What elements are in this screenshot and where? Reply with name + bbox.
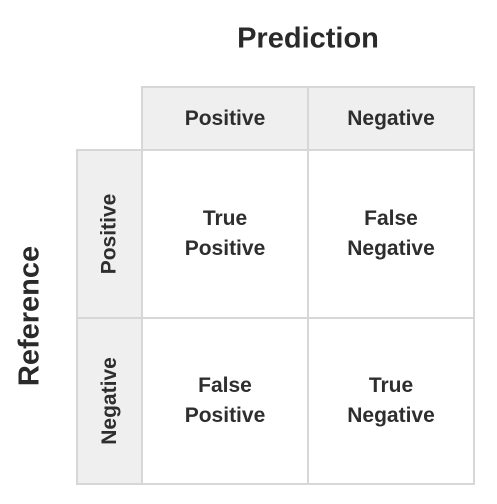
reference-axis-title: Reference bbox=[13, 245, 46, 387]
true-positive-cell: True Positive bbox=[141, 149, 309, 319]
row-header-negative: Negative bbox=[76, 317, 143, 485]
true-negative-cell: True Negative bbox=[307, 317, 475, 485]
cell-line: False bbox=[198, 374, 252, 397]
row-header-positive: Positive bbox=[76, 149, 143, 319]
cell-line: False bbox=[364, 207, 418, 230]
cell-line: Negative bbox=[347, 237, 435, 260]
column-header-label: Negative bbox=[347, 106, 435, 130]
false-positive-cell: False Positive bbox=[141, 317, 309, 485]
column-header-negative: Negative bbox=[307, 86, 475, 151]
cell-line: Positive bbox=[184, 237, 266, 260]
column-header-label: Positive bbox=[184, 106, 266, 130]
cell-line: Negative bbox=[347, 404, 435, 427]
row-header-label: Positive bbox=[97, 193, 121, 275]
prediction-axis-title: Prediction bbox=[237, 22, 379, 55]
cell-line: Positive bbox=[184, 404, 266, 427]
cell-line: True bbox=[202, 207, 248, 230]
cell-line: True bbox=[368, 374, 414, 397]
false-negative-cell: False Negative bbox=[307, 149, 475, 319]
column-header-positive: Positive bbox=[141, 86, 309, 151]
row-header-label: Negative bbox=[97, 357, 121, 445]
